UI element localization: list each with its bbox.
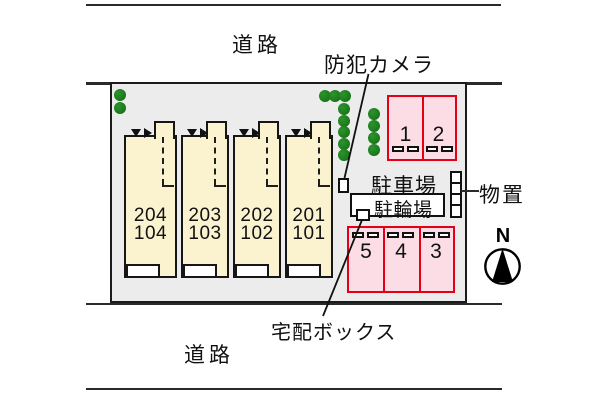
tree-icon [337,137,350,150]
tree-icon [367,119,380,132]
entrance-marker-down-icon [291,129,301,137]
storage-divider [452,181,460,184]
wheel-stop-icon [423,232,435,238]
stair-dashed-line [266,137,268,185]
entrance-porch [183,264,217,278]
stair-dashed-line [214,185,226,187]
storage-pointer-line [461,190,479,192]
stair-dashed-line [318,185,330,187]
parking-space-3: 3 [430,240,442,263]
storage-divider [452,192,460,195]
entrance-marker-right-icon [252,128,260,138]
stair-dashed-line [318,137,320,185]
parking-space-1: 1 [399,123,412,146]
parking-lot-label: 駐車場 [371,175,437,198]
road-label-bottom: 道路 [184,344,234,367]
stair-dashed-line [266,185,278,187]
parking-space-4: 4 [395,240,407,263]
road-label-top: 道路 [232,34,282,57]
entrance-porch [126,264,160,278]
tree-icon [367,107,380,120]
storage-box [450,170,462,218]
stair-dashed-line [214,137,216,185]
wheel-stop-icon [387,232,399,238]
compass: N [478,226,528,288]
unit-entry-bay [206,121,227,139]
tree-icon [113,89,126,101]
tree-icon [367,131,380,144]
unit-entry-bay [310,121,331,139]
bicycle-parking-label: 駐輪場 [374,200,433,221]
road-edge-line-bottom [86,388,502,390]
wheel-stop-icon [367,232,379,238]
entrance-porch [287,264,321,278]
entrance-marker-down-icon [239,129,249,137]
tree-icon [337,126,350,138]
tree-icon [328,89,341,102]
storage-label: 物置 [479,184,525,207]
parking-space-2: 2 [432,123,445,146]
parking-row-lower: 5 4 3 [347,226,455,293]
entrance-marker-right-icon [200,128,208,138]
security-camera-label: 防犯カメラ [324,49,434,79]
tree-icon [113,101,126,114]
entrance-marker-right-icon [144,128,152,138]
bicycle-parking-box: 駐輪場 [350,193,445,221]
entrance-marker-right-icon [304,128,312,138]
wheel-stop-icon [407,146,419,152]
compass-icon [484,248,521,285]
unit-entry-bay [154,121,175,139]
tree-icon [318,89,331,102]
parking-divider [383,228,385,291]
wheel-stop-icon [392,146,404,152]
entrance-marker-down-icon [187,129,197,137]
delivery-box [356,209,370,221]
wheel-stop-icon [426,146,438,152]
parking-divider [419,228,421,291]
unit-entry-bay [258,121,279,139]
wheel-stop-icon [352,232,364,238]
road-edge-line-top [86,4,501,6]
parking-divider [422,97,424,159]
tree-icon [337,149,350,161]
tree-icon [337,103,350,115]
parking-space-5: 5 [360,240,372,263]
wheel-stop-icon [438,232,450,238]
compass-north-label: N [495,225,511,247]
tree-icon [367,143,380,156]
boundary-line-bottom [86,302,502,305]
delivery-box-label: 宅配ボックス [271,322,397,344]
parking-row-upper: 1 2 [387,95,457,161]
tree-icon [338,89,351,102]
wheel-stop-icon [441,146,453,152]
security-camera-box [338,178,349,193]
wheel-stop-icon [402,232,414,238]
entrance-marker-down-icon [131,129,141,137]
storage-divider [452,203,460,206]
stair-dashed-line [162,185,174,187]
stair-dashed-line [162,137,164,185]
tree-icon [337,114,350,127]
entrance-porch [235,264,269,278]
